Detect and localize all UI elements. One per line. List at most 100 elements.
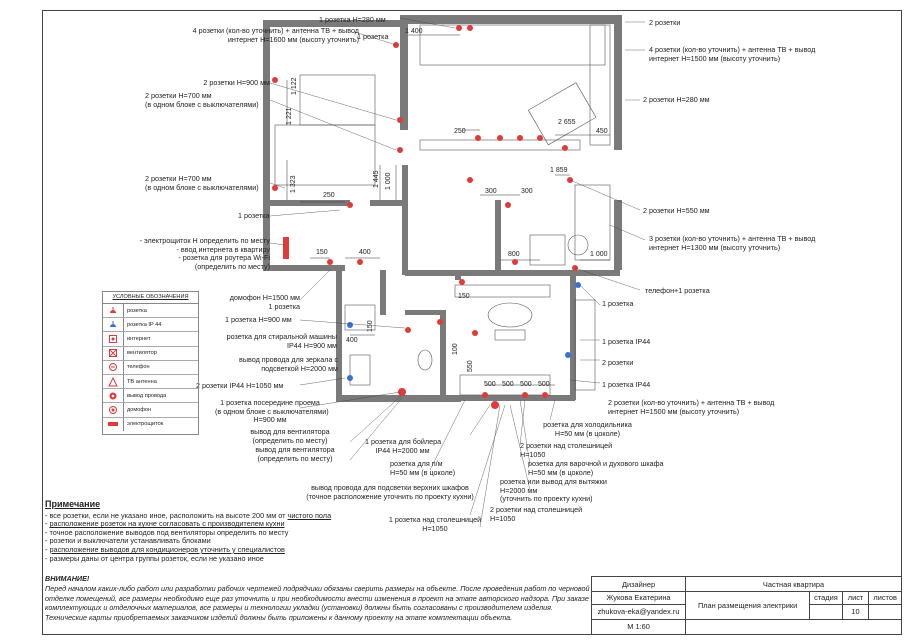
note-item: - все розетки, если не указано иное, рас… — [45, 510, 332, 520]
callout-fan-2: вывод для вентилятора (определить по мес… — [255, 445, 335, 463]
stamp-sheet-title: План размещения электрики — [685, 591, 811, 620]
legend-label: вывод провода — [127, 392, 167, 399]
legend-row: розетка — [103, 304, 198, 319]
legend-label: интернет — [127, 335, 151, 342]
ip44-markers — [347, 282, 581, 381]
callout-ip44-1050: 2 розетки IP44 H=1050 мм — [196, 381, 284, 390]
callout-tv-right-1500: 4 розетки (кол-во уточнить) + антенна ТВ… — [649, 45, 816, 63]
callout-two-sockets-900: 2 розетки H=900 мм — [203, 78, 270, 87]
dim-label: 150 — [458, 293, 470, 300]
dim-label: 450 — [596, 128, 608, 135]
callout-tv-right-1500b: 2 розетки (кол-во уточнить) + антенна ТВ… — [608, 398, 775, 416]
notes-heading: Примечание — [45, 499, 101, 509]
legend-label: розетка IP 44 — [127, 321, 162, 328]
fan-icon — [109, 349, 117, 358]
legend: УСЛОВНЫЕ ОБОЗНАЧЕНИЯ розетка розетка IP … — [102, 291, 199, 435]
callout-two-sockets-top: 2 розетки — [649, 18, 681, 27]
note-item: - расположение розеток на кухне согласов… — [45, 519, 285, 529]
dim-label: 500 — [502, 381, 514, 388]
dim-label: 400 — [346, 337, 358, 344]
callout-intercom: домофон H=1500 мм 1 розетка — [229, 293, 300, 311]
dim-label: 250 — [454, 128, 466, 135]
warning-text: Перед началом каких-либо работ или разра… — [45, 583, 590, 623]
walls — [263, 15, 622, 402]
callout-two-sockets-550: 2 розетки H=550 мм — [643, 206, 710, 215]
callout-electrical-panel: - электрощиток Н определить по месту - в… — [139, 236, 270, 271]
socket-ip44-icon — [110, 320, 116, 327]
callout-socket-280-top: 1 розетка H=280 мм — [319, 15, 386, 24]
title-block: Дизайнер Частная квартира Жукова Екатери… — [590, 575, 902, 636]
stamp-blank — [685, 618, 902, 636]
phone-icon — [109, 363, 117, 372]
stamp-sheets-header: листов — [868, 591, 902, 605]
callout-socket-900: 1 розетка H=900 мм — [225, 315, 292, 324]
legend-label: ТВ антенна — [127, 378, 157, 385]
dim-label: 2 655 — [558, 119, 576, 126]
wire-outlet-icon — [109, 392, 117, 400]
stamp-name: Жукова Екатерина — [590, 591, 687, 605]
callout-dishwasher: розетка для п/м H=50 мм (в цоколе) — [390, 459, 456, 477]
stamp-sheets-total — [868, 603, 902, 620]
dim-label: 400 — [359, 249, 371, 256]
dim-label: 150 — [316, 249, 328, 256]
callout-washer: розетка для стиральной машины IP44 H=900… — [226, 332, 337, 350]
legend-row: розетка IP 44 — [103, 318, 198, 333]
leader-lines — [269, 17, 646, 528]
dim-label: 1 323 — [290, 175, 297, 193]
callout-two-sockets-mid: 2 розетки — [602, 358, 634, 367]
legend-label: телефон — [127, 364, 150, 371]
callout-phone: телефон+1 розетка — [645, 286, 710, 295]
legend-row: ТВ антенна — [103, 374, 198, 390]
notes-block: Примечание - все розетки, если не указан… — [45, 500, 375, 563]
callout-counter-3: 1 розетка над столешницей H=1050 — [388, 515, 482, 533]
stamp-sheet-number: 10 — [841, 603, 870, 620]
callout-two-sockets-700-a: 2 розетки H=700 мм (в одном блоке с выкл… — [145, 91, 259, 109]
socket-icon — [110, 306, 116, 313]
dimension-lines — [286, 34, 610, 386]
callout-cabinets: вывод провода для подсветки верхних шкаф… — [306, 483, 474, 501]
stamp-scale: М 1:60 — [590, 618, 687, 636]
legend-title: УСЛОВНЫЕ ОБОЗНАЧЕНИЯ — [103, 292, 198, 304]
dim-label: 1 221 — [286, 107, 293, 125]
callout-one-socket-right: 1 розетка — [602, 299, 634, 308]
legend-row: интернет — [103, 332, 198, 347]
note-item: - расположение выводов для кондиционеров… — [45, 544, 285, 554]
callout-fan-1: вывод для вентилятора (определить по мес… — [250, 427, 330, 445]
legend-row: электрощиток — [103, 417, 198, 431]
callout-one-socket: 1 розетка — [357, 32, 389, 41]
warning-block: ВНИМАНИЕ! Перед началом каких-либо работ… — [45, 574, 590, 623]
callout-two-sockets-700-b: 2 розетки H=700 мм (в одном блоке с выкл… — [145, 174, 259, 192]
callout-fridge: розетка для холодильника H=50 мм (в цоко… — [543, 420, 632, 438]
callout-ip44-right-2: 1 розетка IP44 — [602, 380, 651, 389]
dim-label: 1 445 — [373, 170, 380, 188]
legend-label: розетка — [127, 307, 147, 314]
callout-ip44-right: 1 розетка IP44 — [602, 337, 651, 346]
warning-heading: ВНИМАНИЕ! — [45, 574, 90, 583]
dim-label: 150 — [367, 320, 374, 332]
stamp-role: Дизайнер — [590, 575, 687, 593]
dim-label: 500 — [484, 381, 496, 388]
drawing-frame — [42, 10, 902, 635]
legend-row: домофон — [103, 403, 198, 418]
callout-boiler: 1 розетка для бойлера IP44 H=2000 мм — [365, 437, 442, 455]
intercom-icon — [109, 405, 117, 414]
note-item: - розетки и выключатели устанавливать бл… — [45, 536, 211, 546]
note-item: - точное расположение выводов под вентил… — [45, 527, 289, 537]
dim-label: 300 — [485, 188, 497, 195]
dim-label: 1 400 — [405, 28, 423, 35]
legend-label: домофон — [127, 406, 152, 413]
callout-mirror: вывод провода для зеркала с подсветкой H… — [239, 355, 338, 373]
dim-label: 800 — [508, 251, 520, 258]
callout-counter-1: 2 розетки над столешницей H=1050 — [520, 441, 613, 459]
stamp-email: zhukova-eka@yandex.ru — [590, 603, 687, 620]
callout-hob: розетка для варочной и духового шкафа H=… — [528, 459, 664, 477]
dim-label: 250 — [323, 192, 335, 199]
stamp-project: Частная квартира — [685, 575, 902, 593]
stamp-sheet-header: лист — [841, 591, 870, 605]
legend-row: вывод провода — [103, 389, 198, 404]
callout-tv-right-1300: 3 розетки (кол-во уточнить) + антенна ТВ… — [649, 234, 816, 252]
dim-label: 550 — [467, 360, 474, 372]
legend-row: телефон — [103, 360, 198, 375]
dim-label: 500 — [520, 381, 532, 388]
